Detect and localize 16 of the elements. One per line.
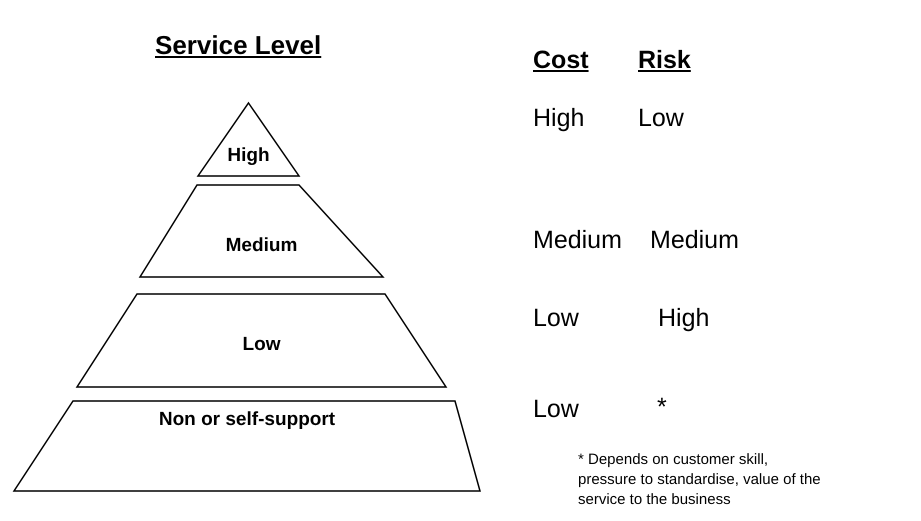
tier-label: Non or self-support <box>158 409 336 431</box>
tier-label: Medium <box>224 235 298 257</box>
cost-value: Medium <box>533 226 622 255</box>
title: Service Level <box>155 30 322 61</box>
risk-value: Low <box>638 104 684 133</box>
cost-value: High <box>533 104 584 133</box>
column-header: Cost <box>533 46 589 75</box>
cost-value: Low <box>533 304 579 333</box>
tier-label: Low <box>242 334 282 356</box>
column-header: Risk <box>638 46 691 75</box>
cost-value: Low <box>533 395 579 424</box>
risk-value: High <box>658 304 710 333</box>
risk-value: Medium <box>650 226 739 255</box>
tier-label: High <box>226 145 271 167</box>
footnote-mark: * <box>657 393 667 422</box>
footnote: * Depends on customer skill, pressure to standardise, value of the service to the business <box>578 450 822 510</box>
